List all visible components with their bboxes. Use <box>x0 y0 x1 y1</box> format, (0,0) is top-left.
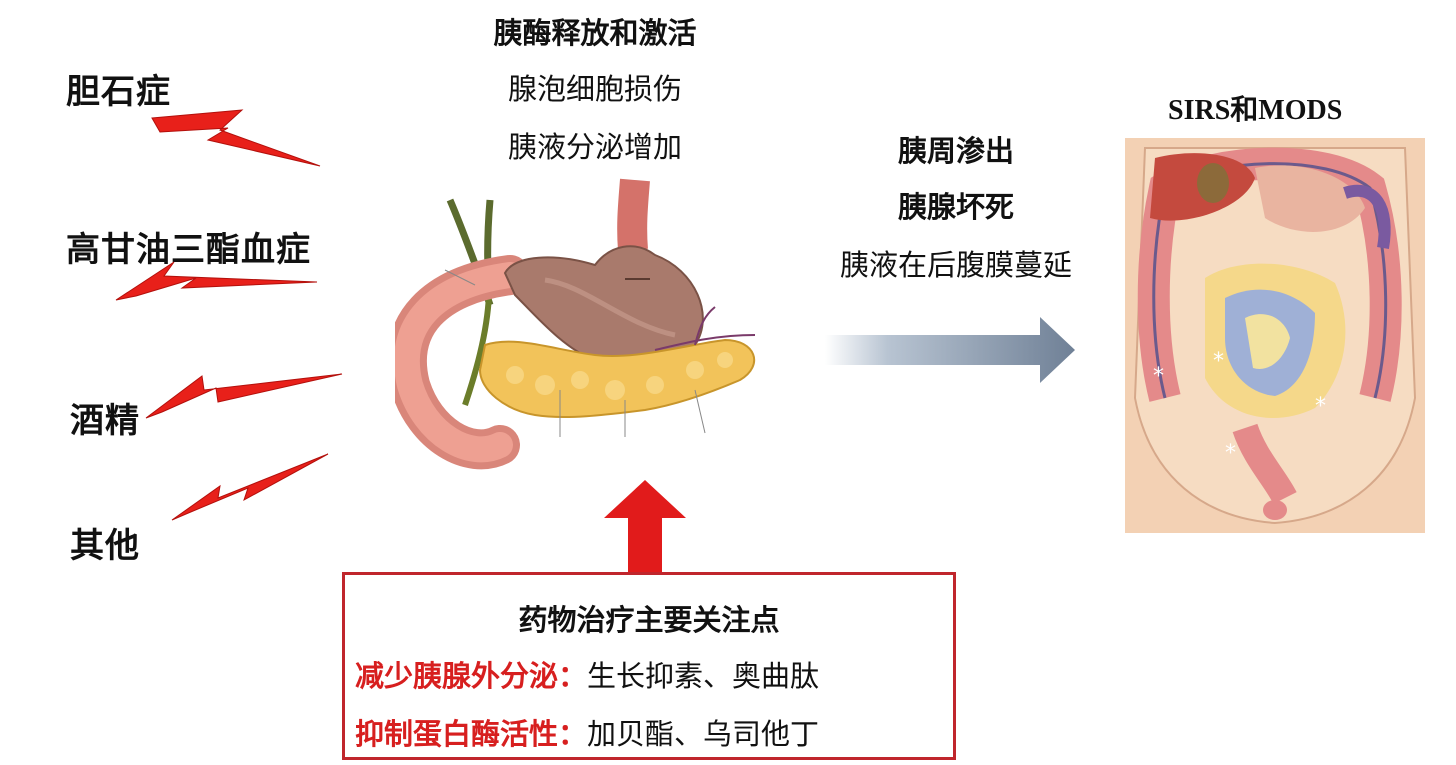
treatment-title: 药物治疗主要关注点 <box>518 603 780 637</box>
pancreas-stomach-illustration <box>395 178 756 470</box>
right-arrow-icon <box>825 317 1075 383</box>
mid-line-spread: 胰液在后腹膜蔓延 <box>839 248 1072 282</box>
center-heading: 胰酶释放和激活 <box>493 16 697 50</box>
treatment-box: 药物治疗主要关注点 减少胰腺外分泌：生长抑素、奥曲肽 抑制蛋白酶活性：加贝酯、乌… <box>342 572 956 760</box>
svg-text:*: * <box>1225 441 1236 466</box>
cause-hypertriglyceridemia: 高甘油三酯血症 <box>66 230 311 270</box>
mid-line-exudation: 胰周渗出 <box>897 134 1014 168</box>
up-arrow-icon <box>604 480 686 574</box>
treatment-row-protease: 抑制蛋白酶活性：加贝酯、乌司他丁 <box>355 711 819 753</box>
cause-gallstone: 胆石症 <box>66 72 171 112</box>
treatment-row-secretion: 减少胰腺外分泌：生长抑素、奥曲肽 <box>355 653 819 695</box>
treatment-label: 抑制蛋白酶活性： <box>355 717 588 751</box>
mid-line-necrosis: 胰腺坏死 <box>897 190 1014 224</box>
treatment-value: 生长抑素、奥曲肽 <box>587 659 820 693</box>
lightning-bolt-icon <box>171 453 329 521</box>
svg-text:*: * <box>1213 349 1224 374</box>
lightning-bolt-icon <box>151 109 321 167</box>
lightning-bolt-icon <box>115 261 318 301</box>
center-line-secretion: 胰液分泌增加 <box>507 130 682 164</box>
svg-text:*: * <box>1153 364 1164 389</box>
svg-text:*: * <box>1315 394 1326 419</box>
treatment-label: 减少胰腺外分泌： <box>355 659 588 693</box>
treatment-value: 加贝酯、乌司他丁 <box>587 717 820 751</box>
cause-alcohol: 酒精 <box>70 401 140 441</box>
right-title: SIRS和MODS <box>1168 95 1343 126</box>
center-line-acinar: 腺泡细胞损伤 <box>507 72 682 106</box>
lightning-bolt-icon <box>145 373 343 419</box>
cause-other: 其他 <box>70 526 140 566</box>
abdomen-illustration: * * * * <box>1125 138 1425 533</box>
